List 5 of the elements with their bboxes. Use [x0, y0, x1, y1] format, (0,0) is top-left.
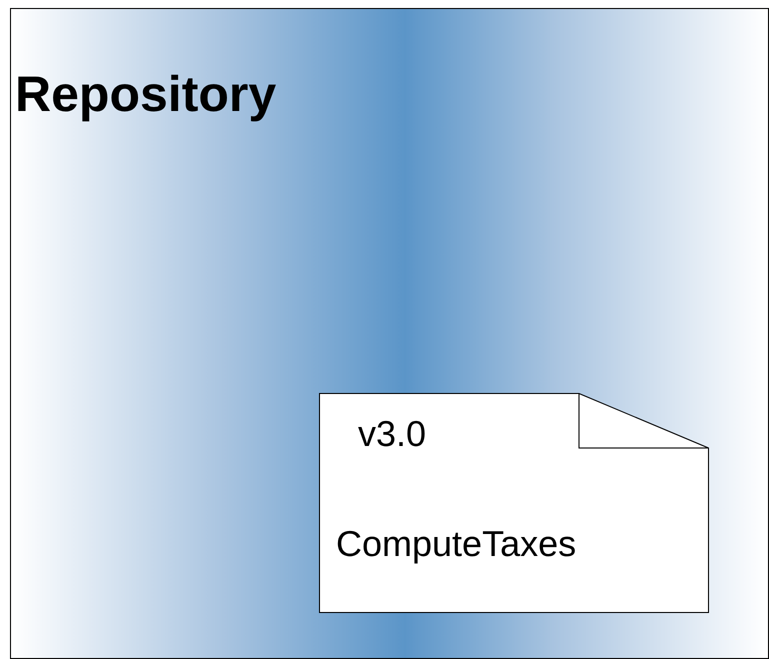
document-shape: [319, 393, 709, 613]
package-frame: [10, 8, 769, 659]
version-label: v3.0: [358, 413, 426, 455]
package-title: Repository: [15, 65, 276, 123]
document-name: ComputeTaxes: [336, 523, 576, 565]
